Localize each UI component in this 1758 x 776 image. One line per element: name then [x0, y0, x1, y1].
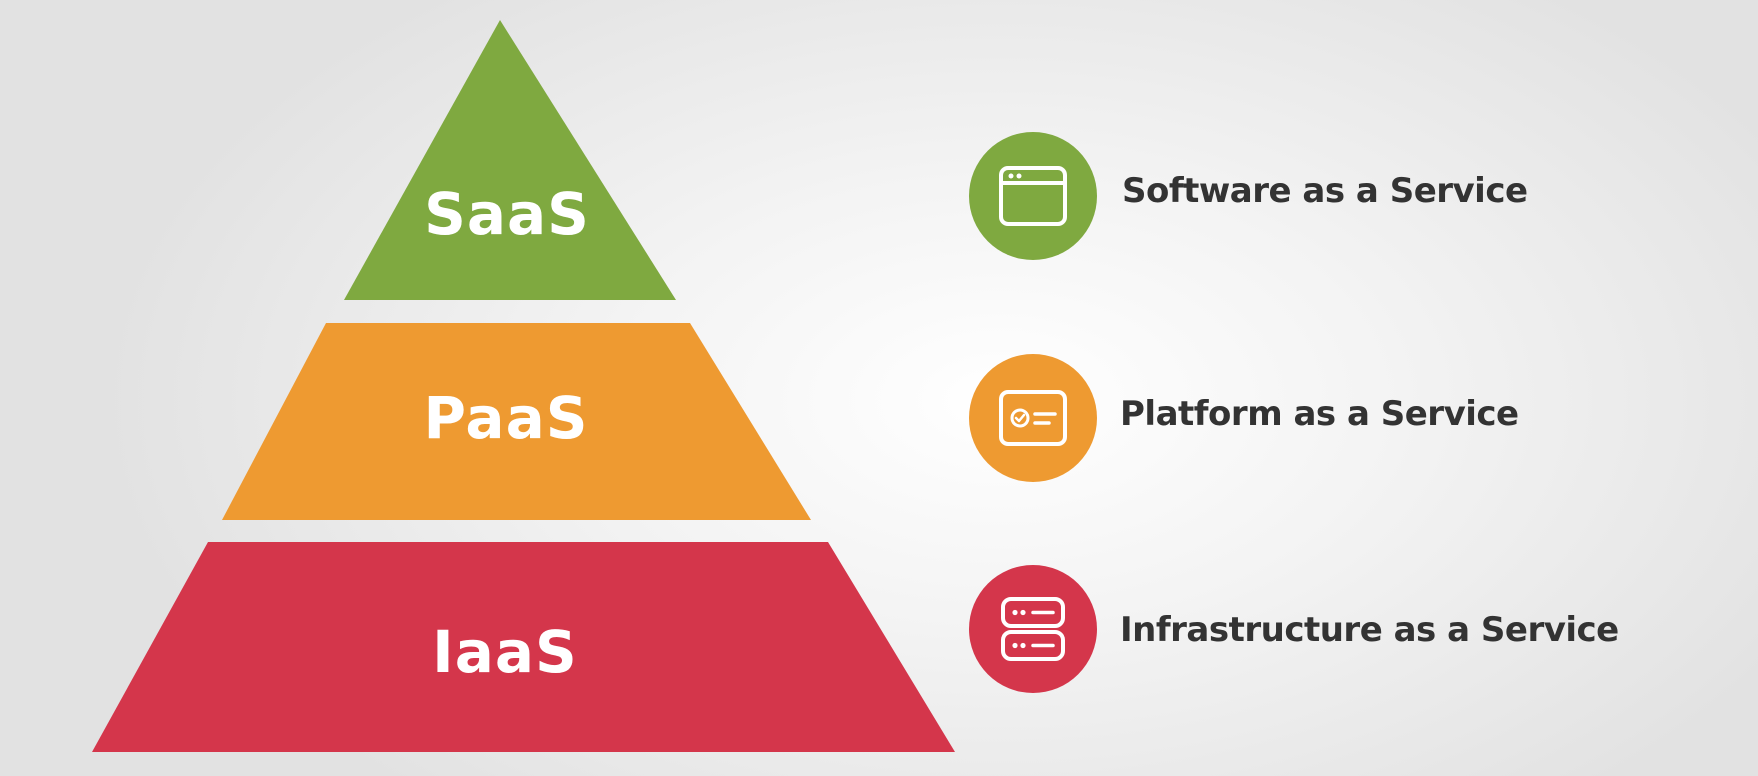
saas-icon-circle	[969, 132, 1097, 260]
browser-window-icon	[999, 166, 1067, 226]
paas-description: Platform as a Service	[1120, 394, 1519, 434]
saas-description: Software as a Service	[1122, 171, 1528, 211]
tier-iaas-label: IaaS	[432, 618, 578, 686]
platform-panel-icon	[999, 390, 1067, 446]
tier-saas-shape	[344, 20, 676, 300]
iaas-description: Infrastructure as a Service	[1120, 610, 1619, 650]
tier-paas-shape	[222, 323, 811, 520]
tier-paas-label: PaaS	[423, 384, 589, 452]
iaas-icon-circle	[969, 565, 1097, 693]
tier-iaas-shape	[92, 542, 955, 752]
server-stack-icon	[1001, 597, 1065, 661]
tier-saas-label: SaaS	[424, 180, 590, 248]
paas-icon-circle	[969, 354, 1097, 482]
